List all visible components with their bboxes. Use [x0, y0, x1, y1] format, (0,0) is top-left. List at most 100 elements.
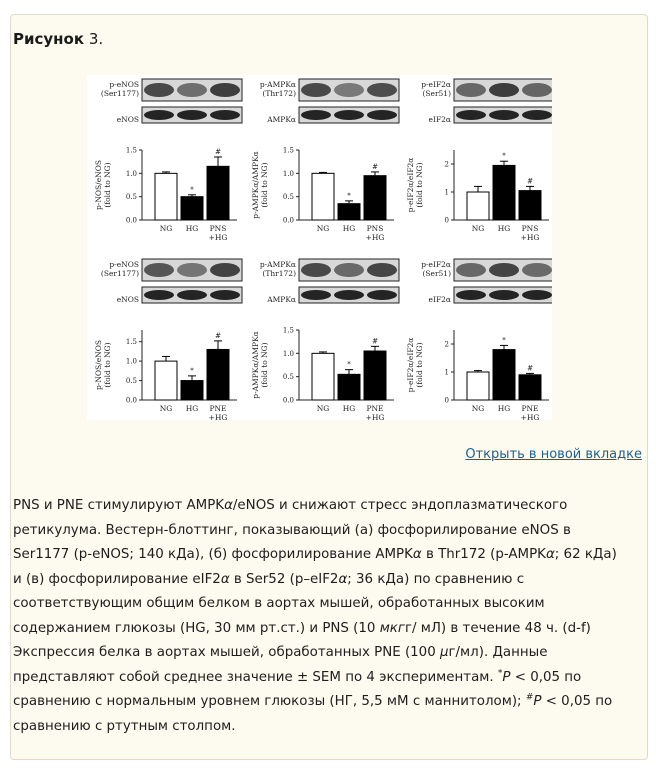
x-tick-label: +HG [366, 233, 385, 242]
caption-alpha: α [224, 498, 233, 513]
blot-label: p-eIF2α [421, 260, 451, 269]
bar-pns [518, 190, 542, 221]
significance-mark: # [215, 332, 221, 340]
x-tick-label: NG [317, 224, 330, 233]
y-tick-label: 2 [445, 341, 449, 349]
caption-unit: μ [439, 645, 449, 660]
bar-hg [180, 380, 204, 401]
caption-text: < 0,05 по сравнению с нормальным уровнем… [13, 669, 582, 710]
caption-text: ; 62 кДа) и (в) фосфорилирование eIF2 [13, 547, 617, 587]
y-axis-label: (fold to NG) [415, 162, 424, 207]
x-tick-label: +HG [521, 413, 540, 420]
blot-band [522, 290, 552, 300]
blot-band [489, 110, 519, 120]
y-tick-label: 0.0 [126, 217, 137, 225]
x-tick-label: HG [498, 404, 511, 413]
blot-band [489, 290, 519, 300]
significance-mark: * [190, 186, 194, 194]
bar-pns [363, 175, 387, 221]
caption-sup: * [497, 668, 503, 679]
blot-band [522, 83, 552, 97]
y-axis-label: p-NOS/eNOS [94, 340, 103, 390]
bar-ng [311, 352, 335, 401]
x-tick-label: NG [160, 404, 173, 413]
x-tick-label: +HG [209, 233, 228, 242]
blot-band [456, 110, 486, 120]
blot-band [456, 263, 486, 277]
y-tick-label: 1 [445, 189, 449, 197]
blot-label: eIF2α [429, 115, 451, 124]
y-tick-label: 1.0 [283, 170, 294, 178]
blot-label: eNOS [117, 295, 139, 304]
blot-label: AMPKα [266, 295, 296, 304]
x-tick-label: PNS [367, 224, 384, 233]
blot-band [301, 263, 331, 277]
significance-mark: * [347, 192, 351, 200]
x-tick-label: HG [498, 224, 511, 233]
y-tick-label: 0 [445, 397, 449, 405]
y-tick-label: 1.5 [283, 147, 294, 155]
figure-image[interactable]: p-eNOS(Ser1177) eNOS 1.5 1.0 0.5 0.0 p-NOS/eNO… [87, 75, 552, 420]
caption-text: /eNOS и снижают стресс эндоплазматическо… [13, 498, 571, 562]
significance-mark: # [527, 177, 533, 185]
x-tick-label: PNE [521, 404, 538, 413]
x-tick-label: PNS [522, 224, 539, 233]
significance-mark: * [502, 336, 506, 344]
y-tick-label: 1.0 [283, 350, 294, 358]
blot-band [367, 290, 397, 300]
figure-heading-number: 3. [88, 30, 104, 48]
y-axis-label: p-eIF2α/eIF2α [406, 158, 415, 213]
bar-pne [518, 374, 542, 401]
x-tick-label: PNS [210, 224, 227, 233]
y-axis-label: (fold to NG) [260, 162, 269, 207]
blot-band [367, 263, 397, 277]
panel-e: p-AMPKα(Thr172)AMPKα1.51.00.50.0p-AMPKα/… [251, 258, 400, 420]
blot-band [367, 110, 397, 120]
blot-band [177, 83, 207, 97]
y-axis-label: p-NOS/eNOS [94, 160, 103, 210]
y-tick-label: 0 [445, 217, 449, 225]
bar-ng [466, 371, 490, 401]
caption-alpha: α [412, 547, 422, 562]
y-tick-label: 0.5 [283, 373, 294, 381]
caption-text: г/ мЛ) в течение 48 ч. (d-f) Экспрессия … [13, 620, 591, 661]
open-in-new-tab-link[interactable]: Открыть в новой вкладке [465, 447, 642, 462]
y-axis-label: p-AMPKα/AMPKα [251, 331, 260, 398]
blot-band [301, 110, 331, 120]
blot-label: (Ser1177) [101, 89, 139, 98]
panel-a: p-eNOS(Ser1177)eNOS1.51.00.50.0p-NOS/eNO… [94, 78, 243, 242]
x-tick-label: +HG [366, 413, 385, 420]
bar-hg [180, 196, 204, 221]
y-tick-label: 1.0 [126, 170, 137, 178]
blot-band [177, 290, 207, 300]
significance-mark: * [190, 367, 194, 375]
figure-heading: Рисунок 3. [13, 30, 103, 48]
blot-label: (Ser51) [422, 89, 451, 98]
blot-band [210, 263, 240, 277]
caption-text: PNS и PNE стимулируют AMPK [13, 498, 225, 513]
blot-band [177, 263, 207, 277]
x-tick-label: PNE [209, 404, 226, 413]
blot-band [489, 83, 519, 97]
bar-pne [363, 350, 387, 401]
panel-b: p-AMPKα(Thr172)AMPKα1.51.00.50.0p-AMPKα/… [251, 78, 400, 242]
y-axis-label: (fold to NG) [103, 342, 112, 387]
y-tick-label: 1 [445, 369, 449, 377]
blot-band [334, 290, 364, 300]
caption-unit: мкг [379, 620, 405, 636]
bar-pns [206, 165, 230, 221]
x-tick-label: NG [472, 224, 485, 233]
blot-band [210, 83, 240, 97]
blot-label: p-eIF2α [421, 80, 451, 89]
y-tick-label: 0.5 [126, 193, 137, 201]
blot-band [522, 263, 552, 277]
x-tick-label: PNE [366, 404, 383, 413]
blot-label: p-eNOS [109, 80, 139, 89]
blot-label: (Thr172) [262, 269, 296, 278]
blot-band [334, 263, 364, 277]
panel-c: p-eIF2α(Ser51)eIF2α210p-eIF2α/eIF2α(fold… [406, 78, 552, 242]
y-tick-label: 1.5 [126, 338, 137, 346]
y-tick-label: 0.0 [283, 217, 294, 225]
y-axis-label: p-AMPKα/AMPKα [251, 151, 260, 218]
blot-band [144, 110, 174, 120]
